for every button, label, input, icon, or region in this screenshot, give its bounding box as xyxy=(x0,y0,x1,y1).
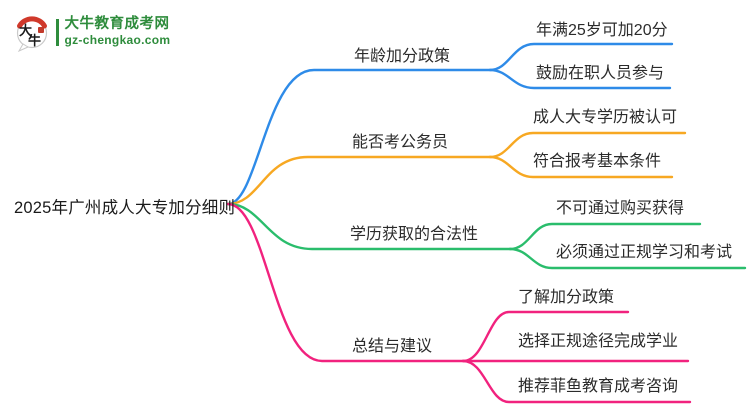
daniu-logo-icon: 大 牛 xyxy=(14,12,52,53)
leaf-formal-study-exam: 必须通过正规学习和考试 xyxy=(556,244,733,261)
branch-civil-service-child-1-line xyxy=(488,131,687,159)
branch-summary-child-3-line xyxy=(461,359,692,404)
branch-civil-service-child-2-line xyxy=(488,155,674,179)
leaf-basic-requirements: 符合报考基本条件 xyxy=(533,153,662,170)
daniu-logo-icon-svg: 大 牛 xyxy=(16,16,48,53)
logo-text: 大牛教育成考网 gz-chengkao.com xyxy=(65,16,171,47)
branch-legality-child-2-line xyxy=(508,247,747,270)
site-name: 大牛教育成考网 xyxy=(64,16,170,33)
leaf-no-purchase: 不可通过购买获得 xyxy=(556,200,685,217)
branch-summary-label: 总结与建议 xyxy=(352,338,433,355)
svg-text:牛: 牛 xyxy=(28,33,41,48)
branch-summary-line xyxy=(226,202,465,363)
branch-age-policy-child-1-line xyxy=(488,42,674,72)
branch-legality-child-1-line xyxy=(508,222,702,251)
branch-civil-service-label: 能否考公务员 xyxy=(352,134,449,151)
logo-divider xyxy=(56,18,59,46)
leaf-age-25-bonus: 年满25岁可加20分 xyxy=(536,22,668,39)
branch-age-policy-line xyxy=(226,68,492,206)
site-url: gz-chengkao.com xyxy=(64,33,171,48)
branch-legality-line xyxy=(226,202,512,251)
site-logo: 大 牛 大牛教育成考网 gz-chengkao.com xyxy=(14,12,171,53)
svg-text:大: 大 xyxy=(19,23,32,38)
branch-civil-service-line xyxy=(226,155,492,206)
leaf-diploma-recognized: 成人大专学历被认可 xyxy=(533,109,678,126)
leaf-recommend-consult: 推荐菲鱼教育成考咨询 xyxy=(518,378,679,395)
leaf-encourage-working: 鼓励在职人员参与 xyxy=(536,65,665,82)
leaf-formal-channel: 选择正规途径完成学业 xyxy=(518,333,679,350)
branch-age-policy-label: 年龄加分政策 xyxy=(354,48,451,65)
leaf-know-policy: 了解加分政策 xyxy=(518,289,615,306)
branch-legality-label: 学历获取的合法性 xyxy=(350,226,479,243)
root-node-title: 2025年广州成人大专加分细则 xyxy=(14,199,236,217)
branch-age-policy-child-2-line xyxy=(488,68,672,90)
branch-summary-child-1-line xyxy=(461,310,630,363)
